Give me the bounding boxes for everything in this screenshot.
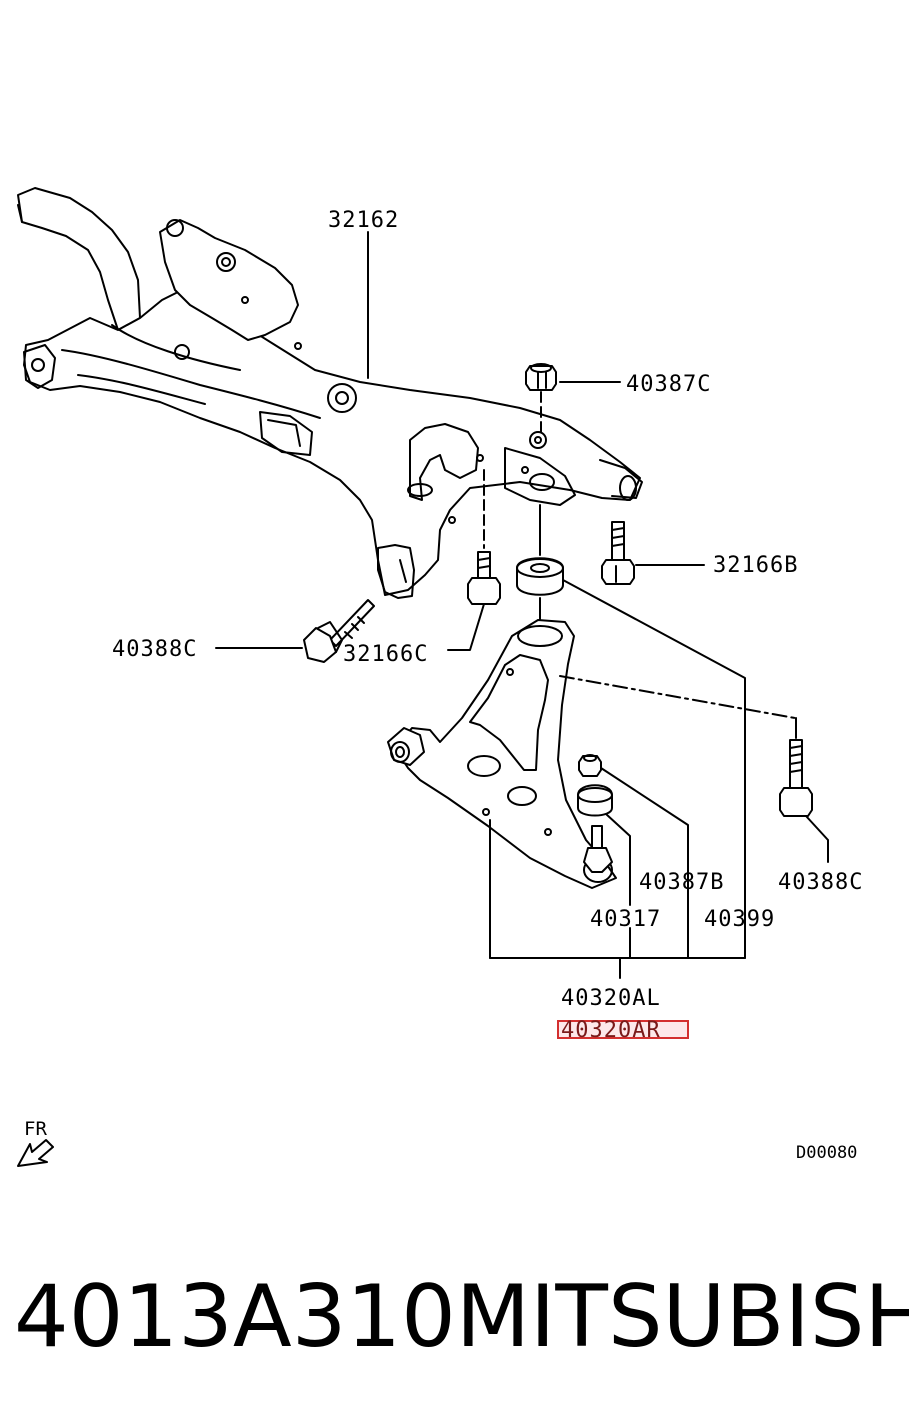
ball-joint-40317: [577, 784, 613, 873]
label-40388c-left: 40388C: [112, 637, 197, 662]
diagram-code: D00080: [796, 1143, 857, 1163]
caption: 4013A310 MITSUBISHI: [14, 1262, 909, 1372]
highlight-box: [557, 1020, 689, 1039]
front-arrow-icon: [17, 1139, 54, 1167]
label-40317: 40317: [590, 907, 661, 932]
bolt-32166b: [601, 521, 635, 585]
bushing-40399: [516, 557, 564, 596]
nut-40387c: [525, 363, 557, 391]
label-40387c: 40387C: [626, 372, 711, 397]
bolt-40388c-rear: [779, 739, 813, 817]
label-40399: 40399: [704, 907, 775, 932]
label-40320al: 40320AL: [561, 986, 661, 1011]
label-32162: 32162: [328, 208, 399, 233]
nut-40387b: [578, 754, 602, 777]
crossmember: [17, 187, 643, 599]
parts-diagram: 32162 40387C 32166B 40388C 32166C 40387B…: [17, 187, 863, 1167]
bolt-40388c-left: [303, 599, 375, 663]
label-40387b: 40387B: [639, 870, 724, 895]
label-40388c-rear: 40388C: [778, 870, 863, 895]
part-number: 4013A310: [14, 1267, 456, 1367]
bolt-32166c: [467, 551, 501, 605]
label-32166c: 32166C: [343, 642, 428, 667]
fr-label: FR: [24, 1118, 47, 1140]
label-32166b: 32166B: [713, 553, 798, 578]
label-40320ar[interactable]: 40320AR: [561, 1018, 661, 1043]
brand-name: MITSUBISHI: [455, 1267, 909, 1367]
